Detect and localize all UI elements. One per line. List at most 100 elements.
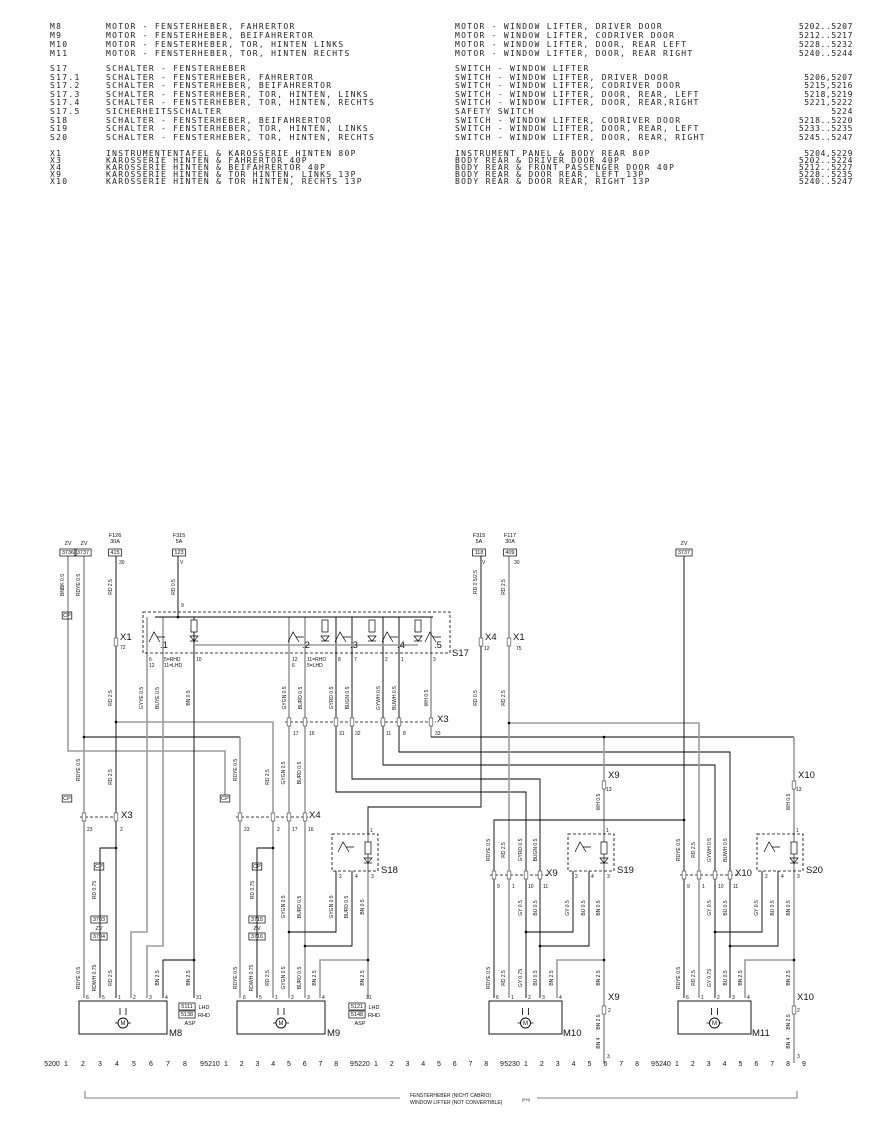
pin-label: 5=RHD [164,657,181,663]
small-label: ASP [184,1021,195,1027]
pin-label: 30 [514,560,520,566]
legend-ref: 5245..5247 [798,132,853,142]
wire-label: RDYE 0.5 [76,574,82,596]
legend-code: X4 [50,163,63,173]
wire-label: RD 0.75 [250,881,256,900]
wire-label: GY 0.5 [707,900,713,916]
connector-pin-icon [491,870,497,880]
resistor-icon [790,841,798,855]
pin-label: 11 [733,884,738,890]
legend-ref: 5212..5217 [798,31,853,40]
legend-code: X10 [50,177,69,187]
wire-label: BUWH 0.5 [723,838,729,862]
ruler-digit: 2 [691,1061,695,1068]
wire-label: GY 0.5 [565,900,571,916]
junction-dot [602,958,606,962]
ruler-digit: 8 [183,1061,187,1068]
label-box [248,932,266,941]
ruler-block-label: 5230 [504,1061,520,1068]
ruler-digit: 7 [319,1061,323,1068]
pin-label: 3 [433,657,436,663]
motor-arrows-icon [273,1008,289,1024]
wire-label: BUGN 0.5 [533,838,539,861]
ruler-digit: 6 [453,1061,457,1068]
small-label: 5A [476,539,483,545]
ruler-digit: 1 [224,1061,228,1068]
small-label: 30A [505,539,515,545]
small-label: RHD [368,1013,380,1019]
wire-label: BURD 0.5 [344,896,350,919]
footer-code: (FH) [522,1097,531,1102]
ruler-digit: 6 [603,1061,607,1068]
box-label: 409 [505,550,514,556]
ruler-digit: 1 [374,1061,378,1068]
label-box [219,794,231,803]
pin-label: 3 [797,1054,800,1060]
wire [398,617,731,998]
pin-label: 3 [371,874,374,880]
component-label: S18 [381,865,398,876]
label-box [59,548,77,557]
box-label: 5138 [181,1012,193,1018]
pin-label: 33 [435,731,441,737]
wire-label: BU 0.5 [533,970,539,986]
pin-label: 1 [511,995,514,1001]
ruler-digit: 7 [619,1061,623,1068]
component-label: X10 [797,992,814,1003]
connector-pin-icon [333,717,339,727]
footer-title-en: WINDOW LIFTER (NOT CONVERTIBLE) [410,1100,503,1106]
footer-bracket [84,1091,798,1099]
pin-label: 4 [747,995,750,1001]
pin-label: 2 [291,995,294,1001]
wire-label: RD 2.5 [265,769,271,785]
legend-desc-de: SCHALTER - FENSTERHEBER, TOR, HINTEN, LI… [106,124,370,134]
led-icon [189,635,199,642]
wire-label: BN 0.5 [596,900,602,916]
junction-dot [303,944,307,948]
pin-label: 30 [119,560,125,566]
legend-desc-de: MOTOR - FENSTERHEBER, FAHRERTOR [106,22,296,31]
small-label: F315 [173,533,186,539]
small-label: F315 [473,533,486,539]
wire-label: RD 2.5 [108,579,114,595]
pin-label: 2 [120,827,123,833]
ruler-block-label: 5200 [44,1061,60,1068]
wire-label: BURD 0.5 [297,896,303,919]
component-label: S20 [806,865,823,876]
wire-label: RD 0.75 [92,881,98,900]
legend-ref: 5204,5229 [804,149,853,158]
wire-label: RDYE 0.5 [676,967,682,989]
wire-label: RDWH 0.75 [92,964,98,991]
wire-label: RDYE 0.5 [233,759,239,781]
pin-label: 31 [339,731,345,737]
label-box [248,915,266,924]
ruler-digit: 7 [166,1061,170,1068]
label-box [90,932,108,941]
wire-label: BU 0.5 [533,900,539,916]
label-box [675,548,693,557]
small-label: F126 [109,533,122,539]
wire-label: BU 0.5 [723,970,729,986]
connector-pin-icon [396,717,402,727]
ruler-digit: 8 [484,1061,488,1068]
component-label: .2 [302,640,310,651]
switch-s20-housing [756,833,804,872]
label-box [74,548,92,557]
junction-dot [366,958,370,962]
ruler-digit: 1 [675,1061,679,1068]
wire-label: BURD 0.5 [297,967,303,990]
pin-label: 3 [149,995,152,1001]
led-icon [789,857,799,864]
wire-label: RDYE 0.5 [76,967,82,989]
junction-dot [602,735,606,739]
component-label: M8 [169,1028,182,1039]
ruler-digit: 3 [406,1061,410,1068]
small-label: LHD [368,1005,379,1011]
connector-pin-icon [601,1005,607,1015]
connector-pin-icon [428,717,434,727]
connector-pin-icon [681,870,687,880]
connector-pin-icon [537,870,543,880]
pin-label: 1 [401,657,404,663]
